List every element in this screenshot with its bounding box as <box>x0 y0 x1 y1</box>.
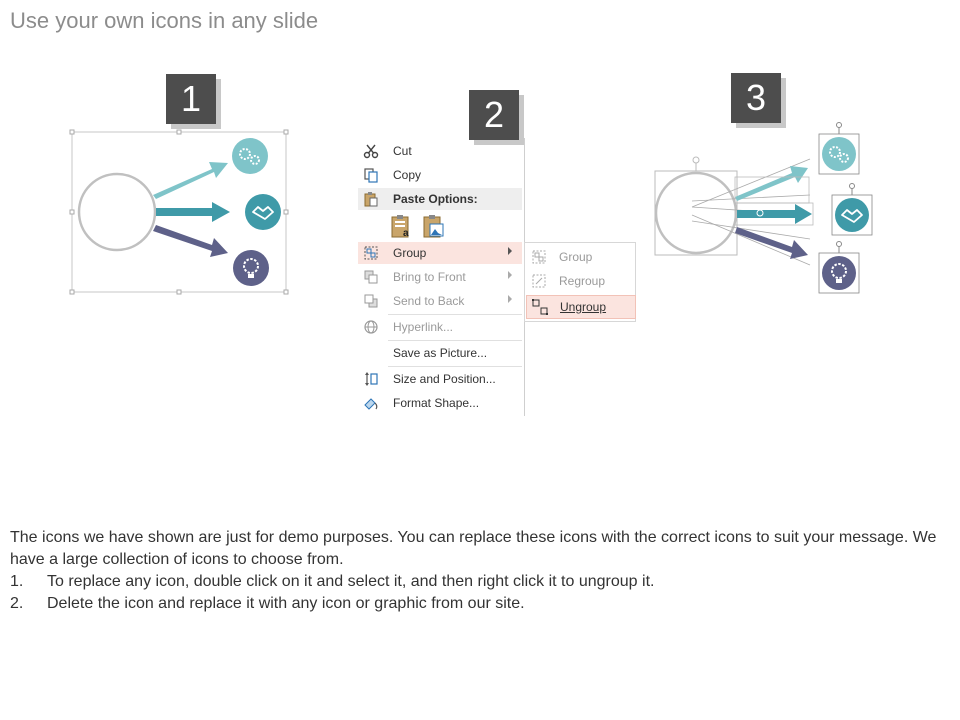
menu-item-label: Group <box>393 246 427 260</box>
instruction-number: 1. <box>10 573 24 590</box>
bring-to-front-icon <box>364 270 378 284</box>
submenu-item-label: Regroup <box>559 274 606 288</box>
menu-item-label: Size and Position... <box>393 372 496 386</box>
slide-title: Use your own icons in any slide <box>10 8 319 33</box>
menu-item-label: Hyperlink... <box>393 320 454 334</box>
submenu-item-label: Group <box>559 250 593 264</box>
description-intro: The icons we have shown are just for dem… <box>10 529 937 568</box>
menu-item-format-shape[interactable]: Format Shape... <box>358 392 522 414</box>
submenu-arrow-icon <box>508 295 512 303</box>
menu-item-label: Paste Options: <box>393 192 478 206</box>
menu-item-hyperlink[interactable]: Hyperlink... <box>358 316 522 338</box>
instruction-number: 2. <box>10 595 24 612</box>
menu-separator <box>388 314 522 315</box>
lightbulb-gear-icon <box>233 250 269 286</box>
submenu-item-regroup[interactable]: Regroup <box>526 270 634 292</box>
submenu-arrow-icon <box>508 271 512 279</box>
menu-item-label: Copy <box>393 168 422 182</box>
format-shape-icon <box>364 398 378 410</box>
menu-item-group[interactable]: Group <box>358 242 522 264</box>
menu-item-label: Cut <box>393 144 412 158</box>
group-icon <box>364 246 378 260</box>
step-badge-3: 3 <box>731 73 781 123</box>
group-submenu: Group Regroup Ungroup <box>524 242 636 322</box>
handshake-icon <box>831 183 873 236</box>
send-to-back-icon <box>364 294 378 308</box>
size-position-icon <box>365 372 378 386</box>
ungroup-icon <box>532 299 548 315</box>
menu-item-cut[interactable]: Cut <box>358 140 522 162</box>
paste-picture-icon[interactable] <box>423 214 445 238</box>
regroup-icon <box>532 274 546 288</box>
svg-text:a: a <box>403 228 409 238</box>
menu-item-save-as-picture[interactable]: Save as Picture... <box>358 342 522 364</box>
paste-keep-text-icon[interactable]: a <box>391 214 413 238</box>
scissors-icon <box>363 144 379 159</box>
paste-icon <box>364 192 378 207</box>
lightbulb-gear-icon <box>818 241 860 294</box>
instruction-text: Delete the icon and replace it with any … <box>47 595 525 612</box>
handshake-icon <box>245 194 281 230</box>
instruction-item-2: 2. Delete the icon and replace it with a… <box>10 593 940 615</box>
step-badge-1: 1 <box>166 74 216 124</box>
submenu-item-label: Ungroup <box>560 300 607 314</box>
step-badge-2: 2 <box>469 90 519 140</box>
menu-item-label: Format Shape... <box>393 396 480 410</box>
menu-item-size-and-position[interactable]: Size and Position... <box>358 368 522 390</box>
menu-header-paste-options: Paste Options: <box>358 188 522 210</box>
menu-item-copy[interactable]: Copy <box>358 164 522 186</box>
menu-item-bring-to-front[interactable]: Bring to Front <box>358 266 522 288</box>
gears-icon <box>232 138 268 174</box>
menu-separator <box>388 366 522 367</box>
instruction-item-1: 1. To replace any icon, double click on … <box>10 571 940 593</box>
context-menu: Cut Copy Paste Options: a Group <box>358 138 525 416</box>
gears-icon <box>818 122 860 175</box>
menu-separator <box>388 340 522 341</box>
instruction-text: To replace any icon, double click on it … <box>47 573 655 590</box>
menu-item-label: Send to Back <box>393 294 465 308</box>
description: The icons we have shown are just for dem… <box>10 527 940 615</box>
menu-item-send-to-back[interactable]: Send to Back <box>358 290 522 312</box>
group-icon <box>532 250 546 264</box>
menu-item-label: Bring to Front <box>393 270 466 284</box>
copy-icon <box>364 168 378 183</box>
menu-item-label: Save as Picture... <box>393 346 488 360</box>
submenu-item-ungroup[interactable]: Ungroup <box>526 295 636 319</box>
hyperlink-icon <box>364 320 378 334</box>
submenu-arrow-icon <box>508 247 512 255</box>
grouped-graphic[interactable] <box>60 120 300 305</box>
ungrouped-graphic[interactable] <box>640 115 890 305</box>
submenu-item-group[interactable]: Group <box>526 246 634 268</box>
